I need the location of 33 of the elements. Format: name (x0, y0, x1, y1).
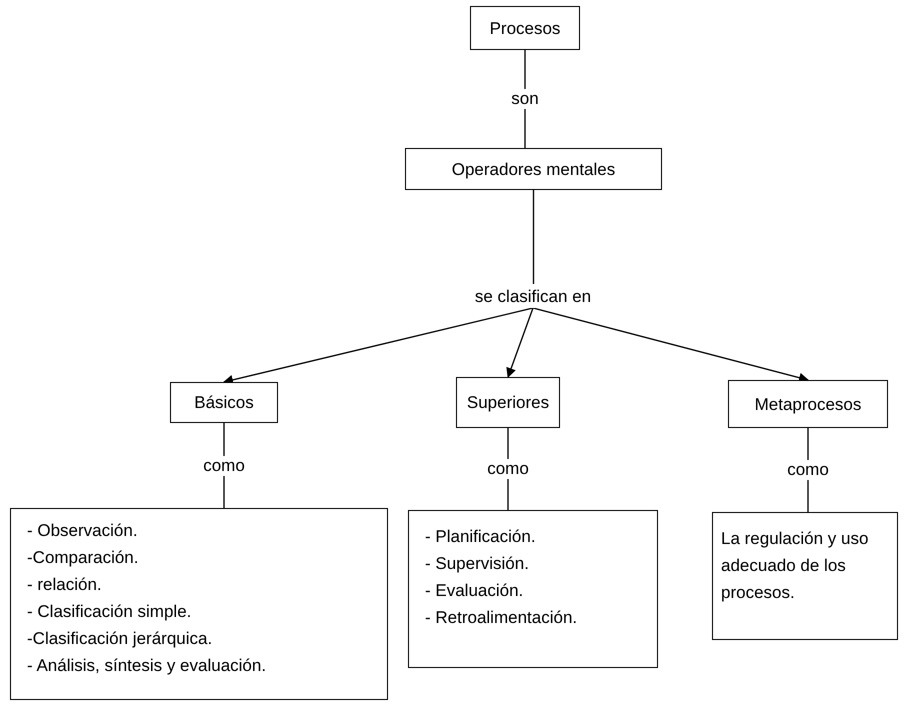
node-text: Básicos (194, 392, 254, 414)
concept-box (170, 382, 278, 423)
connector-line (532, 190, 534, 284)
list-item: -Clasificación jerárquica. (27, 628, 212, 650)
edge-label: como (201, 456, 247, 476)
edge-label: como (785, 460, 831, 480)
list-item: - Evaluación. (425, 580, 524, 602)
list-box (408, 510, 658, 668)
list-item: - Retroalimentación. (425, 607, 578, 629)
node-text: Superiores (466, 392, 550, 414)
arrow (506, 308, 534, 378)
node-text: Procesos (490, 18, 560, 40)
node-text: se clasifican en (474, 286, 592, 308)
list-item: - relación. (27, 574, 102, 596)
edge-label: como (485, 459, 531, 479)
list-item: - Planificación. (425, 526, 536, 548)
edge-label: son (509, 89, 541, 109)
list-item: - Supervisión. (425, 553, 529, 575)
concept-box (728, 380, 888, 428)
list-item: - Observación. (27, 520, 138, 542)
concept-box (712, 512, 898, 640)
list-item: -Comparación. (27, 547, 138, 569)
list-item: - Clasificación simple. (27, 601, 192, 623)
list-box (10, 508, 388, 700)
concept-box (470, 6, 580, 50)
arrow (223, 307, 534, 385)
arrow (532, 307, 809, 383)
node-text: La regulación y uso adecuado de los procesos. (721, 528, 870, 604)
list-item: - Análisis, síntesis y evaluación. (27, 655, 266, 677)
concept-box (456, 377, 560, 428)
node-text: Metaprocesos (754, 394, 862, 416)
node-text: Operadores mentales (452, 158, 616, 180)
concept-box (405, 148, 662, 190)
